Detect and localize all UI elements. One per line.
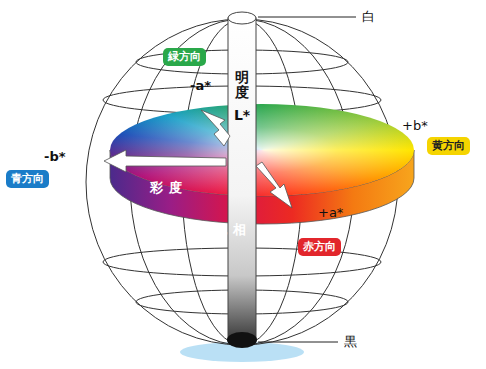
axis-label: +b* [402,118,428,133]
axis-label: -a* [190,78,211,93]
chroma-label: 彩度 [150,180,188,195]
direction-arrows [104,110,292,208]
plus-a-arrow [256,162,292,208]
minus-a-arrow [201,110,230,146]
minus-b-arrow [104,150,226,172]
axis-label: +a* [318,205,343,220]
direction-badge: 赤方向 [298,238,341,256]
lightness-axis [228,18,256,340]
axis-symbol: L* [228,107,256,123]
direction-badge: 青方向 [6,170,49,188]
white-cap [228,12,256,24]
hue-label: 色相 [214,222,252,237]
black-cap [227,332,257,348]
axis-name: 明度 [235,70,249,101]
direction-text: 赤方向 [303,240,336,254]
direction-text: 緑方向 [168,50,201,64]
direction-badge: 黄方向 [427,137,470,155]
direction-text: 青方向 [11,172,44,186]
axis-label: -b* [44,149,66,164]
white-label: 白 [362,9,375,24]
lightness-axis-label: 明度 L* [228,70,256,123]
direction-text: 黄方向 [432,139,465,153]
direction-badge: 緑方向 [163,48,206,66]
black-label: 黒 [344,334,357,349]
leader-lines [258,17,356,342]
